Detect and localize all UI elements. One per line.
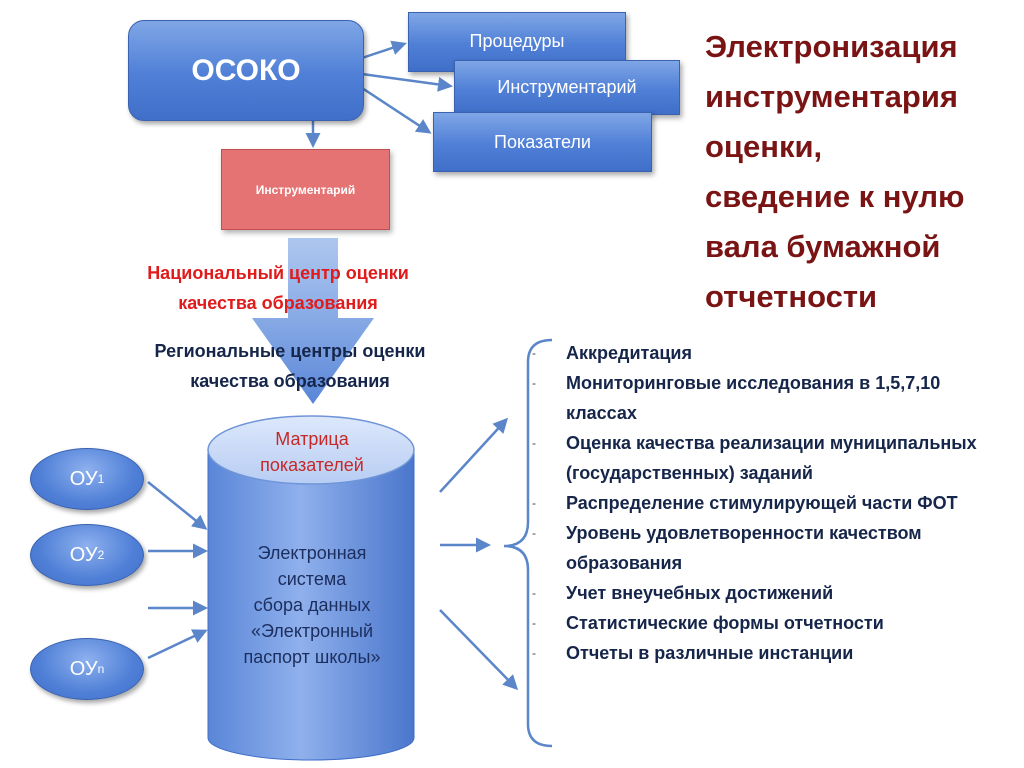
arrow-oun-system bbox=[147, 629, 208, 660]
arrow-ou1-system bbox=[147, 481, 208, 530]
regional-centers-line: качества образования bbox=[190, 371, 390, 391]
title-line: оценки, bbox=[705, 129, 823, 164]
slide-title: Электронизация инструментария оценки, св… bbox=[705, 22, 1015, 322]
osoko-box: ОСОКО bbox=[128, 20, 364, 121]
database-cylinder bbox=[207, 415, 415, 761]
school-node-sub: 2 bbox=[97, 548, 105, 562]
outcome-item: Мониторинговые исследования в 1,5,7,10 к… bbox=[532, 368, 1006, 428]
school-node-sub: n bbox=[97, 662, 105, 676]
system-line: паспорт школы» bbox=[243, 647, 381, 667]
school-node-sub: 1 bbox=[97, 472, 105, 486]
instrumentary-red-box: Инструментарий bbox=[221, 149, 390, 230]
arrow-osoko-procedures bbox=[361, 40, 407, 60]
regional-centers-line: Региональные центры оценки bbox=[154, 341, 426, 361]
outcomes-list: Аккредитация Мониторинговые исследования… bbox=[532, 338, 1006, 668]
big-down-arrow bbox=[252, 238, 374, 404]
arrow-system-down bbox=[439, 609, 519, 691]
matrix-line: показателей bbox=[260, 455, 364, 475]
national-center-label: Национальный центр оценки качества образ… bbox=[108, 258, 448, 318]
outcome-item: Уровень удовлетворенности качеством обра… bbox=[532, 518, 1006, 578]
indicators-box: Показатели bbox=[433, 112, 652, 172]
outcome-item: Учет внеучебных достижений bbox=[532, 578, 1006, 608]
outcomes-brace bbox=[503, 338, 553, 748]
indicators-label: Показатели bbox=[494, 131, 591, 152]
procedures-label: Процедуры bbox=[469, 31, 565, 51]
system-line: «Электронный bbox=[250, 621, 374, 641]
osoko-label: ОСОКО bbox=[191, 53, 301, 87]
instrumentary-label: Инструментарий bbox=[497, 77, 637, 97]
instrumentary-box: Инструментарий bbox=[454, 60, 680, 115]
system-line: система bbox=[277, 569, 347, 589]
red-box-label: Инструментарий bbox=[255, 182, 356, 197]
arrow-osoko-instrumentary bbox=[361, 72, 453, 92]
outcome-item: Аккредитация bbox=[532, 338, 1006, 368]
school-node-base: ОУ bbox=[69, 657, 98, 680]
outcome-item: Отчеты в различные инстанции bbox=[532, 638, 1006, 668]
arrow-osoko-indicators bbox=[361, 86, 432, 134]
regional-centers-label: Региональные центры оценки качества обра… bbox=[100, 336, 480, 396]
title-line: вала бумажной bbox=[705, 229, 941, 264]
national-center-line: Национальный центр оценки bbox=[147, 263, 409, 283]
system-line: Электронная bbox=[257, 543, 367, 563]
title-line: Электронизация bbox=[705, 29, 958, 64]
indicator-matrix-label: Матрица показателей bbox=[214, 426, 410, 478]
outcome-item: Оценка качества реализации муниципальных… bbox=[532, 428, 1006, 488]
outcome-item: Распределение стимулирующей части ФОТ bbox=[532, 488, 1006, 518]
title-line: инструментария bbox=[705, 79, 958, 114]
data-system-label: Электронная система сбора данных «Электр… bbox=[210, 540, 414, 670]
arrow-system-up bbox=[439, 417, 509, 493]
school-node-base: ОУ bbox=[69, 467, 98, 490]
title-line: отчетности bbox=[705, 279, 878, 314]
matrix-line: Матрица bbox=[275, 429, 349, 449]
title-line: сведение к нулю bbox=[705, 179, 965, 214]
national-center-line: качества образования bbox=[178, 293, 378, 313]
school-node-base: ОУ bbox=[69, 543, 98, 566]
system-line: сбора данных bbox=[253, 595, 371, 615]
outcome-item: Статистические формы отчетности bbox=[532, 608, 1006, 638]
